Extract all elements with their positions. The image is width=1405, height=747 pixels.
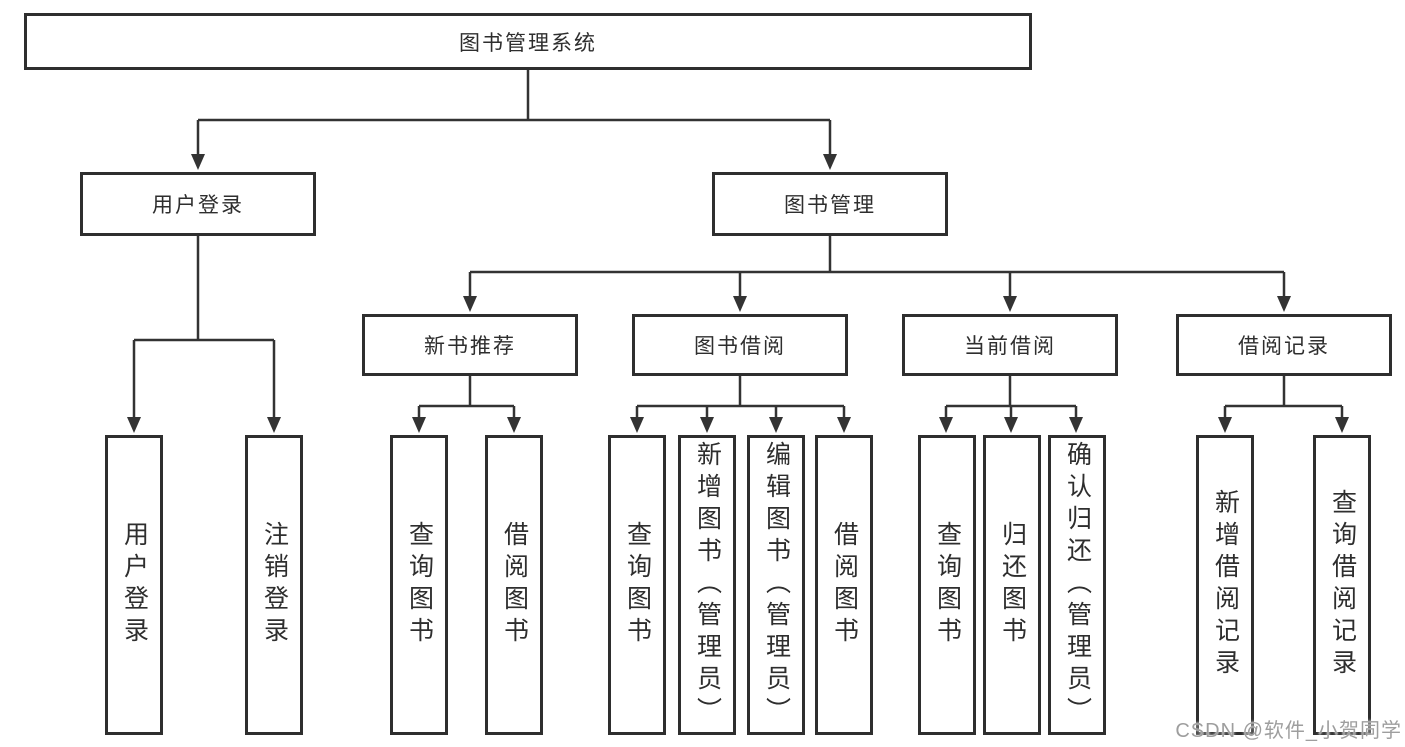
node-book-management: 图书管理 [712,172,948,236]
leaf-label: 用户登录 [120,521,149,649]
node-label: 用户登录 [152,194,244,217]
node-new-book-recommend: 新书推荐 [362,314,578,376]
leaf-current-confirm-return-admin: 确认归还（管理员） [1048,435,1106,735]
csdn-watermark: CSDN @软件_小贺同学 [1175,720,1402,742]
node-book-borrowing: 图书借阅 [632,314,848,376]
node-label: 图书管理系统 [459,31,597,55]
leaf-label: 借阅图书 [830,521,859,649]
leaf-user-login: 用户登录 [105,435,163,735]
leaf-records-add-borrow-record: 新增借阅记录 [1196,435,1254,735]
leaf-recommend-borrow-books: 借阅图书 [485,435,543,735]
leaf-label: 查询借阅记录 [1328,489,1357,681]
node-label: 图书管理 [784,194,876,217]
node-label: 借阅记录 [1238,335,1330,358]
node-borrowing-records: 借阅记录 [1176,314,1392,376]
node-user-login-group: 用户登录 [80,172,316,236]
node-label: 图书借阅 [694,335,786,358]
leaf-borrowing-edit-books-admin: 编辑图书（管理员） [747,435,805,735]
leaf-borrowing-add-books-admin: 新增图书（管理员） [678,435,736,735]
leaf-label: 借阅图书 [500,521,529,649]
leaf-label: 归还图书 [998,521,1027,649]
leaf-label: 查询图书 [933,521,962,649]
node-library-management-system: 图书管理系统 [24,13,1032,70]
leaf-label: 查询图书 [405,521,434,649]
leaf-current-return-books: 归还图书 [983,435,1041,735]
leaf-label: 编辑图书（管理员） [762,441,791,729]
leaf-borrowing-borrow-books: 借阅图书 [815,435,873,735]
leaf-records-query-borrow-record: 查询借阅记录 [1313,435,1371,735]
leaf-logout-login: 注销登录 [245,435,303,735]
leaf-label: 确认归还（管理员） [1063,441,1092,729]
leaf-label: 新增借阅记录 [1211,489,1240,681]
leaf-recommend-query-books: 查询图书 [390,435,448,735]
leaf-label: 新增图书（管理员） [693,441,722,729]
leaf-borrowing-query-books: 查询图书 [608,435,666,735]
leaf-label: 注销登录 [260,521,289,649]
node-label: 当前借阅 [964,335,1056,358]
leaf-label: 查询图书 [623,521,652,649]
leaf-current-query-books: 查询图书 [918,435,976,735]
node-current-borrowing: 当前借阅 [902,314,1118,376]
node-label: 新书推荐 [424,335,516,358]
